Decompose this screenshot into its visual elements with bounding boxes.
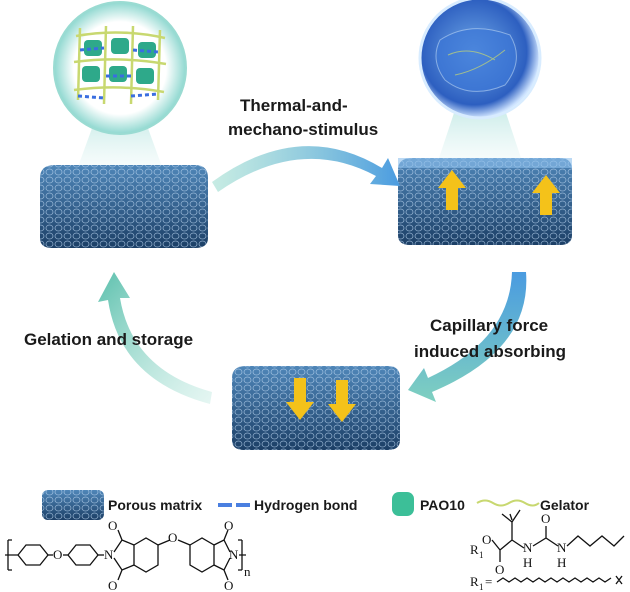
bubble-beam	[75, 120, 165, 175]
atom-o: O	[108, 518, 117, 533]
porous-matrix-swatch	[42, 490, 104, 520]
atom-o: O	[495, 562, 504, 577]
atom-n: N	[523, 540, 533, 555]
atom-o: O	[108, 578, 117, 592]
atom-o: O	[482, 532, 491, 547]
thermal-label-line1: Thermal-and-	[240, 96, 348, 115]
polyimide-structure: O N O O O O O N n	[5, 518, 251, 592]
thermal-label-line2: mechano-stimulus	[228, 120, 378, 139]
atom-o: O	[168, 530, 177, 545]
repeat-unit-n: n	[244, 564, 251, 579]
liquid-state-illustration	[398, 0, 572, 245]
left-cycle-arrow	[98, 272, 212, 404]
porous-matrix-block	[40, 165, 208, 248]
atom-h: H	[523, 555, 532, 570]
down-arrow-icon	[286, 378, 356, 422]
r1-subscript: 1	[479, 550, 484, 560]
atom-r1: R	[470, 542, 479, 557]
atom-n: N	[557, 540, 567, 555]
right-cycle-arrow	[408, 272, 527, 402]
pao10-swatch	[392, 492, 414, 516]
atom-o: O	[224, 578, 233, 592]
r1-subscript: 1	[479, 582, 484, 592]
up-arrow-icon	[438, 170, 560, 215]
gelator-structure: R 1 O O N H O N H R 1 =	[470, 509, 625, 592]
absorbing-state-illustration	[232, 366, 400, 450]
gelation-label: Gelation and storage	[24, 330, 193, 349]
top-cycle-arrow	[212, 146, 400, 192]
atom-o: O	[541, 511, 550, 526]
atom-o: O	[53, 547, 62, 562]
atom-n: N	[229, 547, 239, 562]
gelator-swatch	[476, 499, 540, 507]
legend-gelator: Gelator	[540, 497, 590, 513]
gel-state-illustration	[40, 1, 208, 248]
bubble-beam	[435, 110, 525, 170]
legend-porous-matrix: Porous matrix	[108, 497, 202, 513]
legend-hydrogen-bond: Hydrogen bond	[254, 497, 357, 513]
atom-n: N	[104, 547, 114, 562]
porous-matrix-block	[232, 366, 400, 450]
gel-network-icon	[73, 25, 167, 105]
atom-o: O	[224, 518, 233, 533]
legend: Porous matrix Hydrogen bond PAO10 Gelato…	[42, 490, 590, 520]
equals-sign: =	[485, 574, 492, 589]
r1-definition: R	[470, 574, 479, 589]
legend-pao10: PAO10	[420, 497, 465, 513]
porous-matrix-block	[398, 158, 572, 245]
capillary-label-line2: induced absorbing	[414, 342, 566, 361]
capillary-label-line1: Capillary force	[430, 316, 548, 335]
atom-h: H	[557, 555, 566, 570]
